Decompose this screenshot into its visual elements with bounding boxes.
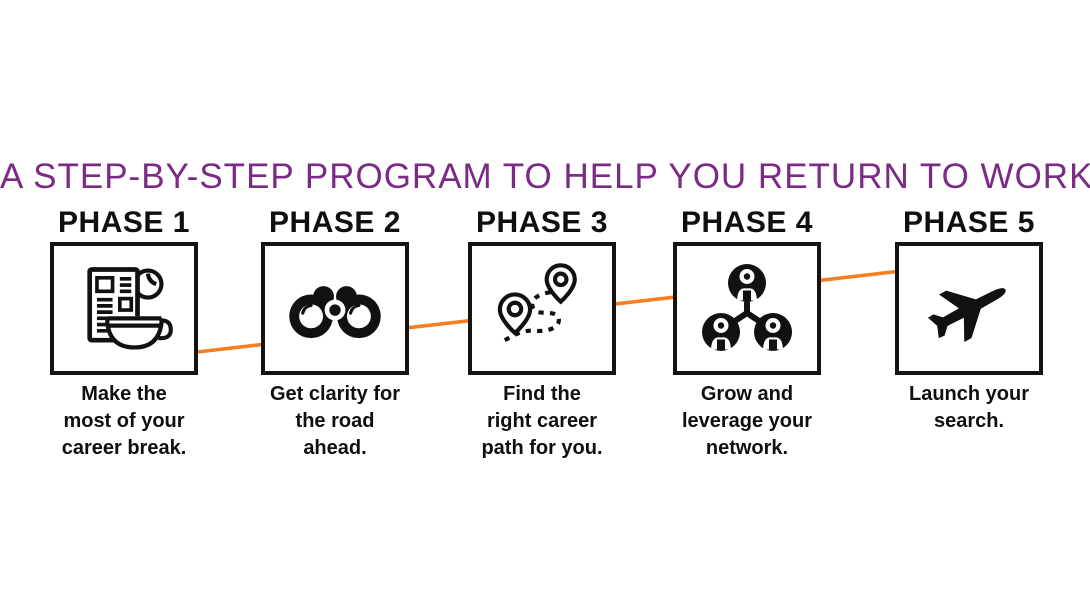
phase-2-column: PHASE 2 Get clarity for [245,206,425,462]
phase-3-caption: Find the right career path for you. [452,381,632,462]
phase-2-icon-box [261,242,409,375]
caption-line: right career [486,410,598,432]
caption-line: Make the [81,383,167,405]
phase-4-heading: PHASE 4 [681,206,813,239]
newspaper-coffee-icon [87,266,173,350]
phase-5-column: PHASE 5 Launch your search. [879,206,1059,435]
page-title: A STEP-BY-STEP PROGRAM TO HELP YOU RETUR… [0,157,1090,196]
phase-5-caption: Launch your search. [879,381,1059,435]
caption-line: ahead. [303,437,367,459]
caption-line: leverage your [681,410,813,432]
phase-1-column: PHASE 1 [34,206,214,462]
phase-2-caption: Get clarity for the road ahead. [245,381,425,462]
caption-line: network. [705,437,789,459]
phase-4-icon-box [673,242,821,375]
caption-line: Grow and [700,383,794,405]
phase-2-heading: PHASE 2 [269,206,401,239]
phase-3-icon-box [468,242,616,375]
caption-line: career break. [61,437,187,459]
phase-1-caption: Make the most of your career break. [34,381,214,462]
phase-3-heading: PHASE 3 [476,206,608,239]
airplane-icon [927,287,1006,342]
phase-5-heading: PHASE 5 [903,206,1035,239]
binoculars-icon [289,285,381,338]
phase-1-heading: PHASE 1 [58,206,190,239]
caption-line: Get clarity for [269,383,401,405]
phase-4-column: PHASE 4 [657,206,837,462]
caption-line: Launch your [908,383,1029,405]
caption-line: the road [295,410,375,432]
phase-4-caption: Grow and leverage your network. [657,381,837,462]
phase-1-icon-box [50,242,198,375]
network-people-icon [702,263,792,351]
caption-line: most of your [63,410,185,432]
caption-line: search. [933,410,1005,432]
career-path-pins-icon [497,262,577,342]
caption-line: Find the [503,383,581,405]
caption-line: path for you. [481,437,603,459]
phase-3-column: PHASE 3 Find the right career path for y… [452,206,632,462]
phase-5-icon-box [895,242,1043,375]
